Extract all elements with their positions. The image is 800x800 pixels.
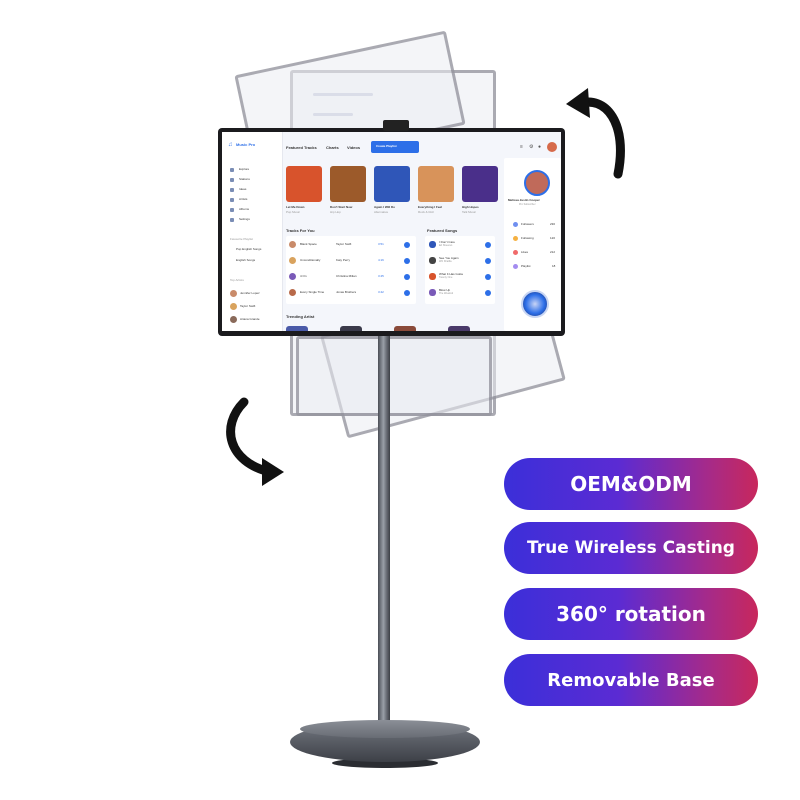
feature-pill-oem-odm: OEM&ODM bbox=[504, 458, 758, 510]
webcam bbox=[383, 120, 409, 131]
stations-icon bbox=[230, 178, 234, 182]
trending-artist-thumb[interactable] bbox=[286, 326, 308, 331]
featured-row[interactable]: I Don't Care Ed Sheeran bbox=[427, 239, 495, 251]
feature-label: OEM&ODM bbox=[570, 472, 692, 496]
feature-pill-rotation: 360° rotation bbox=[504, 588, 758, 640]
trending-artist-thumb[interactable] bbox=[340, 326, 362, 331]
album-cover bbox=[330, 166, 366, 202]
followers-icon bbox=[513, 222, 518, 227]
avatar bbox=[289, 257, 296, 264]
profile-role: Pro Subscriber bbox=[519, 203, 536, 206]
tab-featured-tracks[interactable]: Featured Tracks bbox=[286, 145, 317, 150]
featured-row[interactable]: What It Has Gotta Twenty One bbox=[427, 271, 495, 283]
track-row[interactable]: 4 On Christina Milian 3:45 bbox=[286, 271, 416, 283]
stand-pole bbox=[378, 336, 390, 746]
tracks-list bbox=[286, 236, 416, 304]
rotated-screen-ghost-lower bbox=[296, 336, 492, 416]
feature-pill-wireless-casting: True Wireless Casting bbox=[504, 522, 758, 574]
following-icon bbox=[513, 236, 518, 241]
avatar bbox=[230, 303, 237, 310]
playlist-item[interactable]: Pop English Songs bbox=[236, 247, 262, 251]
tab-charts[interactable]: Charts bbox=[326, 145, 339, 150]
feature-label: Removable Base bbox=[547, 669, 715, 691]
settings-icon bbox=[230, 218, 234, 222]
artists-heading: Top Artists bbox=[230, 278, 244, 282]
trending-artist-thumb[interactable] bbox=[448, 326, 470, 331]
stand-base-top bbox=[300, 720, 470, 738]
play-icon[interactable] bbox=[485, 258, 491, 264]
feature-pill-removable-base: Removable Base bbox=[504, 654, 758, 706]
tab-videos[interactable]: Videos bbox=[347, 145, 361, 150]
song-cover bbox=[429, 289, 436, 296]
song-cover bbox=[429, 241, 436, 248]
play-icon[interactable] bbox=[404, 258, 410, 264]
screen: ♫ Music Pro Explore Stations Ideas Artis… bbox=[222, 132, 561, 331]
album-cover bbox=[374, 166, 410, 202]
bell-icon[interactable]: ● bbox=[538, 144, 542, 150]
user-avatar[interactable] bbox=[547, 142, 557, 152]
avatar bbox=[289, 273, 296, 280]
app-name: Music Pro bbox=[236, 142, 256, 147]
featured-list bbox=[425, 236, 495, 304]
featured-heading: Featured Songs bbox=[427, 228, 458, 233]
play-icon[interactable] bbox=[485, 274, 491, 280]
avatar bbox=[230, 290, 237, 297]
albums-icon bbox=[230, 208, 234, 212]
featured-row[interactable]: Blow Up The Weeknd bbox=[427, 287, 495, 299]
profile-avatar bbox=[524, 170, 550, 196]
album-cover bbox=[286, 166, 322, 202]
trending-artist-thumb[interactable] bbox=[394, 326, 416, 331]
stand-base-foot bbox=[332, 758, 438, 768]
feature-label: 360° rotation bbox=[556, 602, 706, 626]
now-playing-disc[interactable] bbox=[521, 290, 549, 318]
gear-icon[interactable]: ⚙ bbox=[529, 144, 534, 150]
app-sidebar: ♫ Music Pro Explore Stations Ideas Artis… bbox=[222, 132, 283, 331]
create-playlist-button[interactable]: Create Playlist bbox=[371, 141, 419, 153]
profile-name: Melissa Justin Cooper bbox=[508, 198, 540, 202]
play-icon[interactable] bbox=[485, 290, 491, 296]
likes-icon bbox=[513, 250, 518, 255]
trending-heading: Trending Artist bbox=[286, 314, 315, 319]
play-icon[interactable] bbox=[404, 274, 410, 280]
album-cover bbox=[462, 166, 498, 202]
avatar bbox=[289, 241, 296, 248]
avatar bbox=[230, 316, 237, 323]
feature-label: True Wireless Casting bbox=[527, 538, 735, 558]
song-cover bbox=[429, 273, 436, 280]
track-row[interactable]: Unconditionally Katy Perry 4:16 bbox=[286, 255, 416, 267]
playlists-heading: Favourite Playlist bbox=[230, 237, 253, 241]
play-icon[interactable] bbox=[485, 242, 491, 248]
avatar bbox=[289, 289, 296, 296]
play-icon[interactable] bbox=[404, 290, 410, 296]
album-cover bbox=[418, 166, 454, 202]
filter-icon[interactable]: ≡ bbox=[520, 144, 523, 150]
featured-row[interactable]: See You Again Wiz Khalifa bbox=[427, 255, 495, 267]
tracks-heading: Tracks For You bbox=[286, 228, 315, 233]
song-cover bbox=[429, 257, 436, 264]
ideas-icon bbox=[230, 188, 234, 192]
monitor: ♫ Music Pro Explore Stations Ideas Artis… bbox=[218, 120, 565, 336]
playlist-icon bbox=[513, 264, 518, 269]
track-row[interactable]: Blank Space Taylor Swift 3:51 bbox=[286, 239, 416, 251]
playlist-item[interactable]: English Songs bbox=[236, 258, 256, 262]
rotate-arrow-bottom-icon bbox=[226, 397, 284, 486]
explore-icon bbox=[230, 168, 234, 172]
rotate-arrow-top-icon bbox=[566, 88, 625, 179]
play-icon[interactable] bbox=[404, 242, 410, 248]
track-row[interactable]: Every Single Time Jonas Brothers 3:42 bbox=[286, 287, 416, 299]
artists-icon bbox=[230, 198, 234, 202]
music-note-icon: ♫ bbox=[228, 142, 233, 148]
